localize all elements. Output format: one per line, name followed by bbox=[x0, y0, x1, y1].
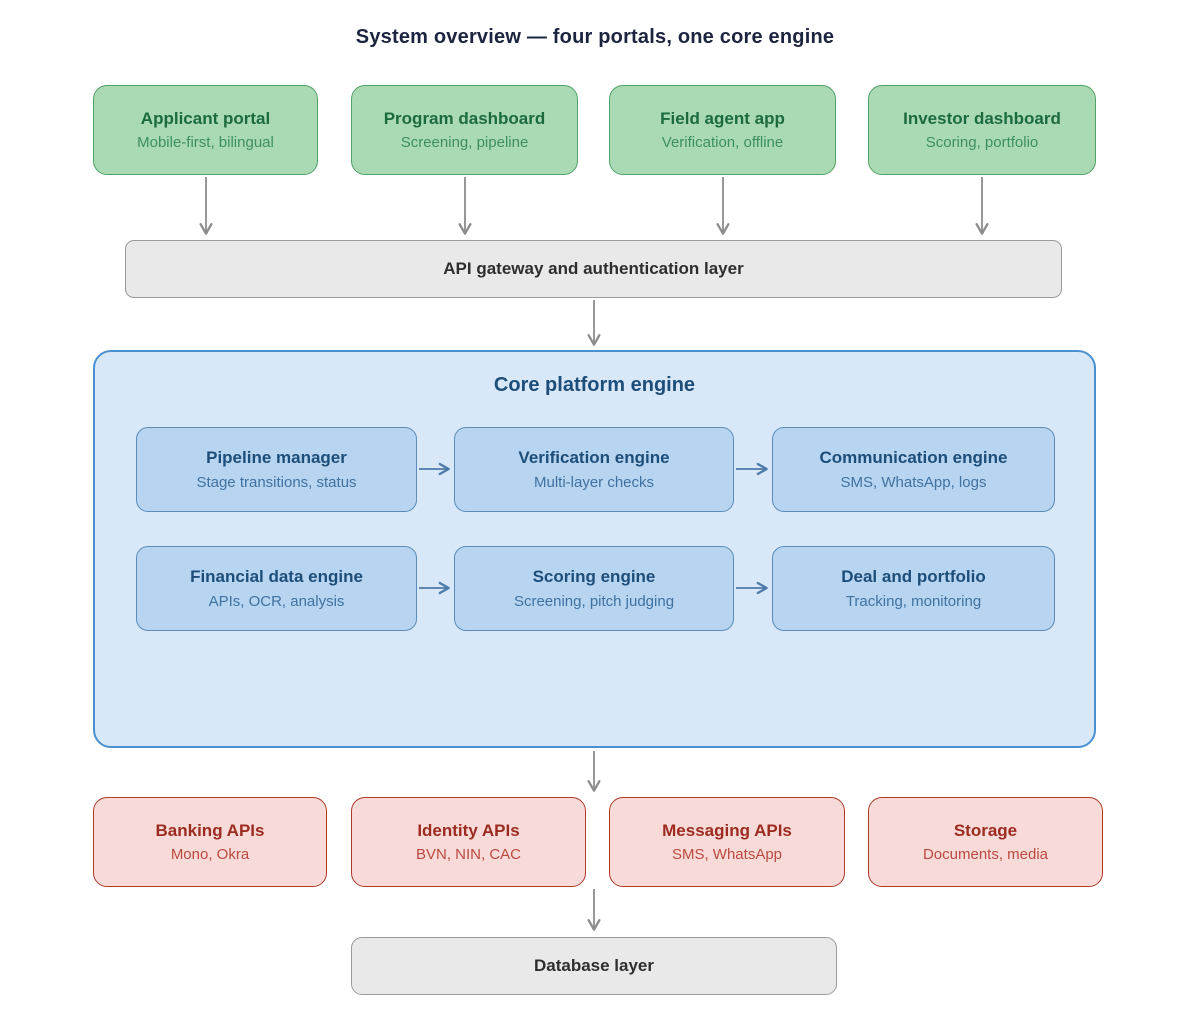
portal-title: Investor dashboard bbox=[903, 108, 1061, 128]
external-box-identity-apis: Identity APIs BVN, NIN, CAC bbox=[351, 797, 586, 887]
api-gateway-bar: API gateway and authentication layer bbox=[125, 240, 1062, 298]
engine-subtitle: Tracking, monitoring bbox=[845, 592, 982, 610]
external-subtitle: Mono, Okra bbox=[170, 846, 250, 864]
core-box-pipeline-manager: Pipeline manager Stage transitions, stat… bbox=[136, 427, 417, 512]
portal-subtitle: Screening, pipeline bbox=[400, 134, 529, 152]
portal-box-applicant: Applicant portal Mobile-first, bilingual bbox=[93, 85, 318, 175]
external-box-storage: Storage Documents, media bbox=[868, 797, 1103, 887]
external-box-banking-apis: Banking APIs Mono, Okra bbox=[93, 797, 327, 887]
portal-box-program-dashboard: Program dashboard Screening, pipeline bbox=[351, 85, 578, 175]
external-title: Messaging APIs bbox=[662, 820, 792, 840]
api-gateway-label: API gateway and authentication layer bbox=[443, 259, 744, 278]
core-box-financial-data-engine: Financial data engine APIs, OCR, analysi… bbox=[136, 546, 417, 631]
portal-title: Program dashboard bbox=[383, 108, 546, 128]
portal-subtitle: Verification, offline bbox=[661, 134, 784, 152]
portal-title: Applicant portal bbox=[140, 108, 271, 128]
engine-title: Deal and portfolio bbox=[841, 567, 986, 587]
engine-title: Communication engine bbox=[819, 448, 1008, 468]
external-title: Banking APIs bbox=[155, 820, 265, 840]
database-layer-label: Database layer bbox=[533, 956, 655, 975]
external-title: Storage bbox=[953, 820, 1018, 840]
core-box-scoring-engine: Scoring engine Screening, pitch judging bbox=[454, 546, 734, 631]
engine-title: Scoring engine bbox=[532, 567, 656, 587]
page-title: System overview — four portals, one core… bbox=[355, 26, 835, 48]
portal-box-investor-dashboard: Investor dashboard Scoring, portfolio bbox=[868, 85, 1096, 175]
external-subtitle: Documents, media bbox=[922, 846, 1049, 864]
core-box-verification-engine: Verification engine Multi-layer checks bbox=[454, 427, 734, 512]
engine-title: Financial data engine bbox=[190, 567, 363, 587]
engine-subtitle: Multi-layer checks bbox=[533, 473, 655, 491]
engine-title: Verification engine bbox=[518, 448, 670, 468]
portal-box-field-agent: Field agent app Verification, offline bbox=[609, 85, 836, 175]
engine-subtitle: Screening, pitch judging bbox=[513, 592, 675, 610]
engine-title: Pipeline manager bbox=[206, 448, 347, 468]
database-layer-bar: Database layer bbox=[351, 937, 837, 995]
external-title: Identity APIs bbox=[417, 820, 520, 840]
core-platform-title: Core platform engine bbox=[493, 374, 696, 396]
external-box-messaging-apis: Messaging APIs SMS, WhatsApp bbox=[609, 797, 845, 887]
engine-subtitle: SMS, WhatsApp, logs bbox=[840, 473, 987, 491]
engine-subtitle: Stage transitions, status bbox=[196, 473, 357, 491]
external-subtitle: SMS, WhatsApp bbox=[671, 846, 783, 864]
external-subtitle: BVN, NIN, CAC bbox=[415, 846, 521, 864]
engine-subtitle: APIs, OCR, analysis bbox=[208, 592, 345, 610]
core-box-deal-and-portfolio: Deal and portfolio Tracking, monitoring bbox=[772, 546, 1055, 631]
portal-title: Field agent app bbox=[660, 108, 785, 128]
portal-subtitle: Scoring, portfolio bbox=[925, 134, 1039, 152]
portal-subtitle: Mobile-first, bilingual bbox=[137, 134, 274, 152]
core-box-communication-engine: Communication engine SMS, WhatsApp, logs bbox=[772, 427, 1055, 512]
